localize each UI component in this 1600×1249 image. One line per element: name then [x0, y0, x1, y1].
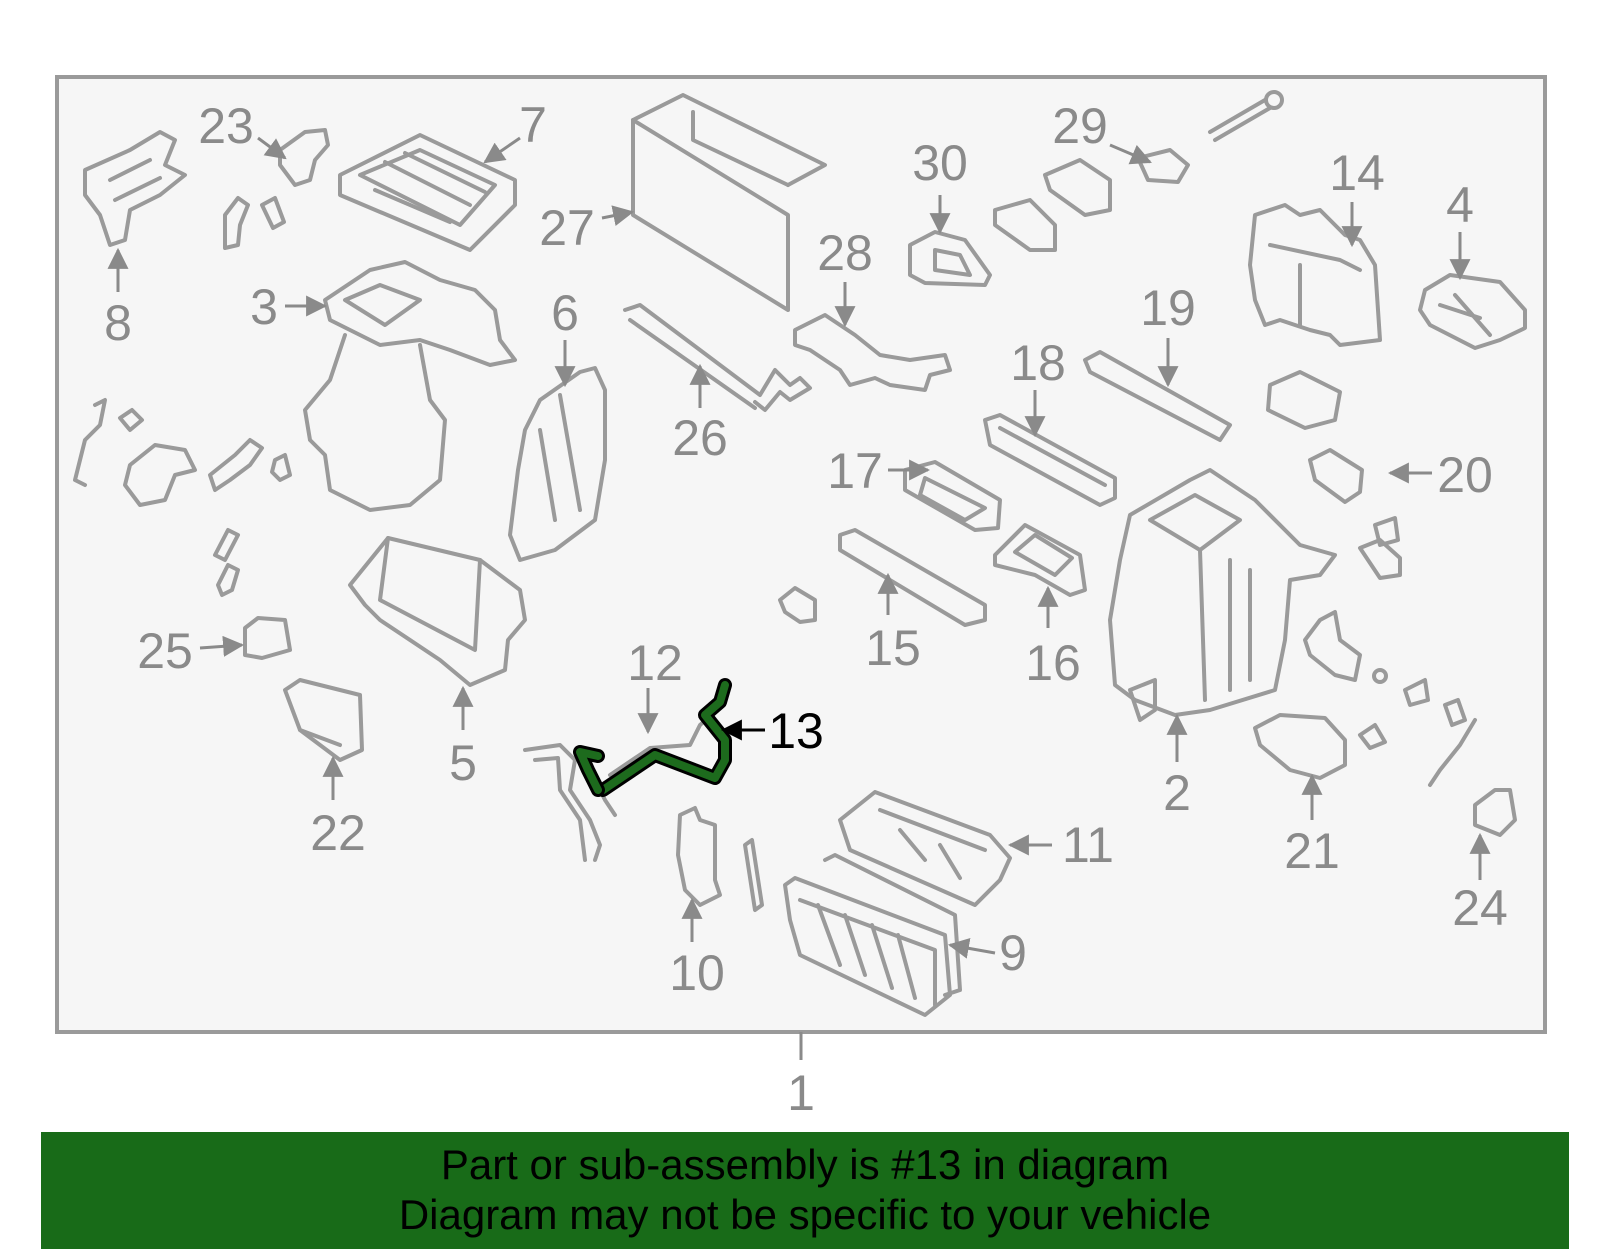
callout-20: 20 — [1437, 447, 1493, 503]
callout-4: 4 — [1446, 177, 1474, 233]
parts-right-small — [1303, 610, 1477, 787]
leader-7 — [483, 136, 521, 164]
banner-line-2: Diagram may not be specific to your vehi… — [398, 1191, 1212, 1238]
callout-18: 18 — [1010, 335, 1066, 391]
callout-25: 25 — [137, 623, 193, 679]
diagram-frame — [55, 75, 1547, 1034]
part-2-housing — [1108, 468, 1337, 722]
part-20-group — [1266, 370, 1402, 580]
leader-9 — [947, 937, 996, 959]
callout-7: 7 — [519, 97, 547, 153]
leader-29 — [1109, 143, 1152, 165]
callout-3: 3 — [250, 279, 278, 335]
part-5-tray — [348, 536, 527, 687]
part-22-duct — [283, 678, 364, 762]
part-18-plate — [983, 413, 1117, 507]
part-4-duct — [1418, 273, 1527, 350]
callout-26: 26 — [672, 410, 728, 466]
callout-14: 14 — [1329, 145, 1385, 201]
part-29-group — [993, 90, 1284, 252]
callout-17: 17 — [827, 443, 883, 499]
part-11-cover — [838, 790, 1012, 907]
part-25-knob — [243, 616, 292, 660]
callout-27: 27 — [539, 200, 595, 256]
callout-12: 12 — [627, 635, 683, 691]
callout-8: 8 — [104, 295, 132, 351]
callout-29: 29 — [1052, 98, 1108, 154]
banner-line-1: Part or sub-assembly is #13 in diagram — [440, 1141, 1170, 1188]
part-17-door — [903, 460, 1002, 532]
part-6-panel — [508, 366, 607, 562]
part-14-module — [1248, 203, 1382, 347]
callout-10: 10 — [669, 945, 725, 1001]
leader-25 — [199, 635, 245, 657]
callout-24: 24 — [1452, 880, 1508, 936]
callout-28: 28 — [817, 225, 873, 281]
callout-16: 16 — [1025, 635, 1081, 691]
callout-11: 11 — [1062, 817, 1114, 873]
callout-30: 30 — [912, 135, 968, 191]
part-23-clip — [223, 128, 330, 250]
parts-left-small — [73, 398, 292, 597]
leader-27 — [601, 205, 635, 227]
callout-1: 1 — [787, 1065, 815, 1121]
leader-23 — [257, 136, 287, 160]
part-13-pipe-highlighted — [573, 678, 732, 797]
part-27-filter — [631, 93, 827, 312]
part-8-bracket — [83, 130, 187, 247]
callout-15: 15 — [865, 620, 921, 676]
part-16-door — [993, 523, 1087, 597]
callout-6: 6 — [551, 285, 579, 341]
part-small-bracket — [778, 586, 817, 624]
part-9-core — [783, 853, 962, 1017]
part-10-bracket — [676, 806, 764, 912]
callout-5: 5 — [449, 735, 477, 791]
callout-9: 9 — [999, 925, 1027, 981]
callout-21: 21 — [1284, 823, 1340, 879]
part-28-duct — [793, 313, 952, 392]
part-7-door — [338, 133, 517, 252]
part-3-case — [303, 260, 517, 512]
callout-22: 22 — [310, 805, 366, 861]
part-21-cover — [1253, 713, 1347, 780]
callout-13: 13 — [768, 703, 824, 759]
callout-2: 2 — [1163, 765, 1191, 821]
part-24-bracket — [1473, 788, 1517, 837]
part-19-bar — [1083, 350, 1232, 442]
callout-19: 19 — [1140, 280, 1196, 336]
callout-23: 23 — [198, 98, 254, 154]
info-banner: Part or sub-assembly is #13 in diagram D… — [41, 1132, 1569, 1249]
part-15-bar — [838, 528, 987, 627]
